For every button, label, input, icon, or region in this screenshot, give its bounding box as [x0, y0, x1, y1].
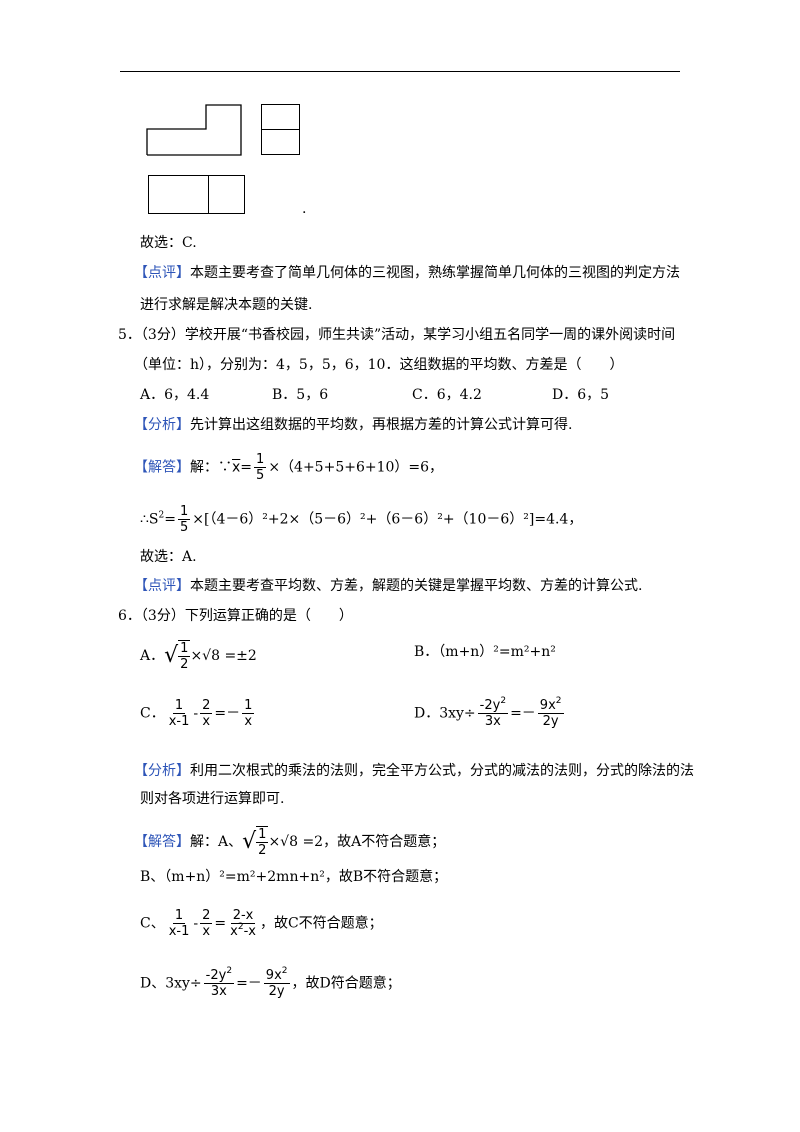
analysis-tag: 【分析】	[134, 763, 190, 779]
answer-c-prefix: C、	[140, 915, 165, 932]
answer-a-prefix: 解：A、	[190, 834, 243, 850]
answer-tag: 【解答】	[134, 459, 190, 476]
fraction-denominator: 5	[256, 468, 265, 483]
fraction-denominator: 5	[179, 520, 189, 535]
answer-d-prefix: D、3xy÷	[140, 975, 202, 992]
analysis-text: 先计算出这组数据的平均数，再根据方差的计算公式计算可得.	[190, 417, 573, 433]
answer-prefix: 解：∵	[190, 459, 232, 476]
answer-c-rest: ，故C不符合题意；	[259, 915, 383, 932]
mean-symbol: x	[232, 459, 241, 476]
variance-rest: ×[（4－6）²+2×（5－6）²+（6－6）²+（10－6）²]=4.4，	[192, 511, 583, 528]
prev-conclusion: 故选：C.	[140, 235, 197, 251]
side-view-divider	[262, 129, 299, 130]
fraction-numerator: 1	[254, 452, 267, 468]
prev-comment-line2: 进行求解是解决本题的关键.	[140, 297, 313, 313]
q5-analysis: 【分析】先计算出这组数据的平均数，再根据方差的计算公式计算可得.	[134, 416, 572, 434]
answer-tag: 【解答】	[134, 834, 190, 850]
analysis-text: 利用二次根式的乘法的法则，完全平方公式，分式的减法的法则，分式的除法的法	[190, 763, 694, 779]
q5-comment: 【点评】本题主要考查平均数、方差，解题的关键是掌握平均数、方差的计算公式.	[134, 577, 642, 595]
q5-option-c: C．6，4.2	[412, 387, 482, 403]
q5-stem-line1: 5．（3分）学校开展“书香校园，师生共读”活动，某学习小组五名同学一周的课外阅读…	[118, 327, 676, 343]
option-rest: ×√8 =±2	[190, 648, 257, 664]
q5-option-a: A．6，4.4	[140, 387, 210, 403]
option-label: D．3xy÷	[414, 705, 476, 722]
q6-option-b: B．（m+n）²=m²+n²	[414, 644, 556, 660]
top-view-drawing	[148, 175, 245, 214]
q5-conclusion: 故选：A.	[140, 549, 197, 565]
q5-option-d: D．6，5	[552, 387, 610, 403]
top-view-divider	[208, 176, 209, 213]
q6-answer-b: B、（m+n）²=m²+2mn+n²，故B不符合题意；	[140, 869, 448, 885]
mean-rest: ×（4+5+5+6+10）=6，	[268, 459, 444, 476]
analysis-tag: 【分析】	[134, 417, 190, 433]
option-rest: =－	[510, 705, 536, 722]
answer-d-rest: ，故D符合题意；	[291, 975, 401, 992]
variance-exp: 2	[158, 510, 165, 521]
fraction-numerator: 1	[177, 504, 191, 520]
side-view-drawing	[261, 104, 300, 155]
comment-tag: 【点评】	[134, 265, 190, 281]
prev-comment-line1: 【点评】本题主要考查了简单几何体的三视图，熟练掌握简单几何体的三视图的判定方法	[134, 264, 680, 282]
option-rest: =－	[214, 705, 241, 722]
comment-text: 本题主要考查平均数、方差，解题的关键是掌握平均数、方差的计算公式.	[190, 578, 643, 594]
q6-analysis-line1: 【分析】利用二次根式的乘法的法则，完全平方公式，分式的减法的法则，分式的除法的法	[134, 762, 694, 780]
header-rule	[120, 71, 680, 72]
q5-stem-line2: （单位：h），分别为：4，5，5，6，10．这组数据的平均数、方差是（ ）	[134, 357, 624, 373]
comment-tag: 【点评】	[134, 578, 190, 594]
q6-analysis-line2: 则对各项进行运算即可.	[140, 791, 285, 807]
option-label: C．	[140, 705, 165, 722]
option-label: A．	[140, 648, 165, 664]
answer-a-rest: ×√8 =2，故A不符合题意；	[268, 834, 446, 850]
comment-text: 本题主要考查了简单几何体的三视图，熟练掌握简单几何体的三视图的判定方法	[190, 265, 680, 281]
figure-dot: .	[302, 201, 307, 217]
front-view-drawing	[146, 104, 242, 156]
q6-stem: 6．（3分）下列运算正确的是（ ）	[118, 608, 353, 624]
variance-prefix: ∴S	[140, 511, 159, 528]
q5-option-b: B．5，6	[272, 387, 329, 403]
